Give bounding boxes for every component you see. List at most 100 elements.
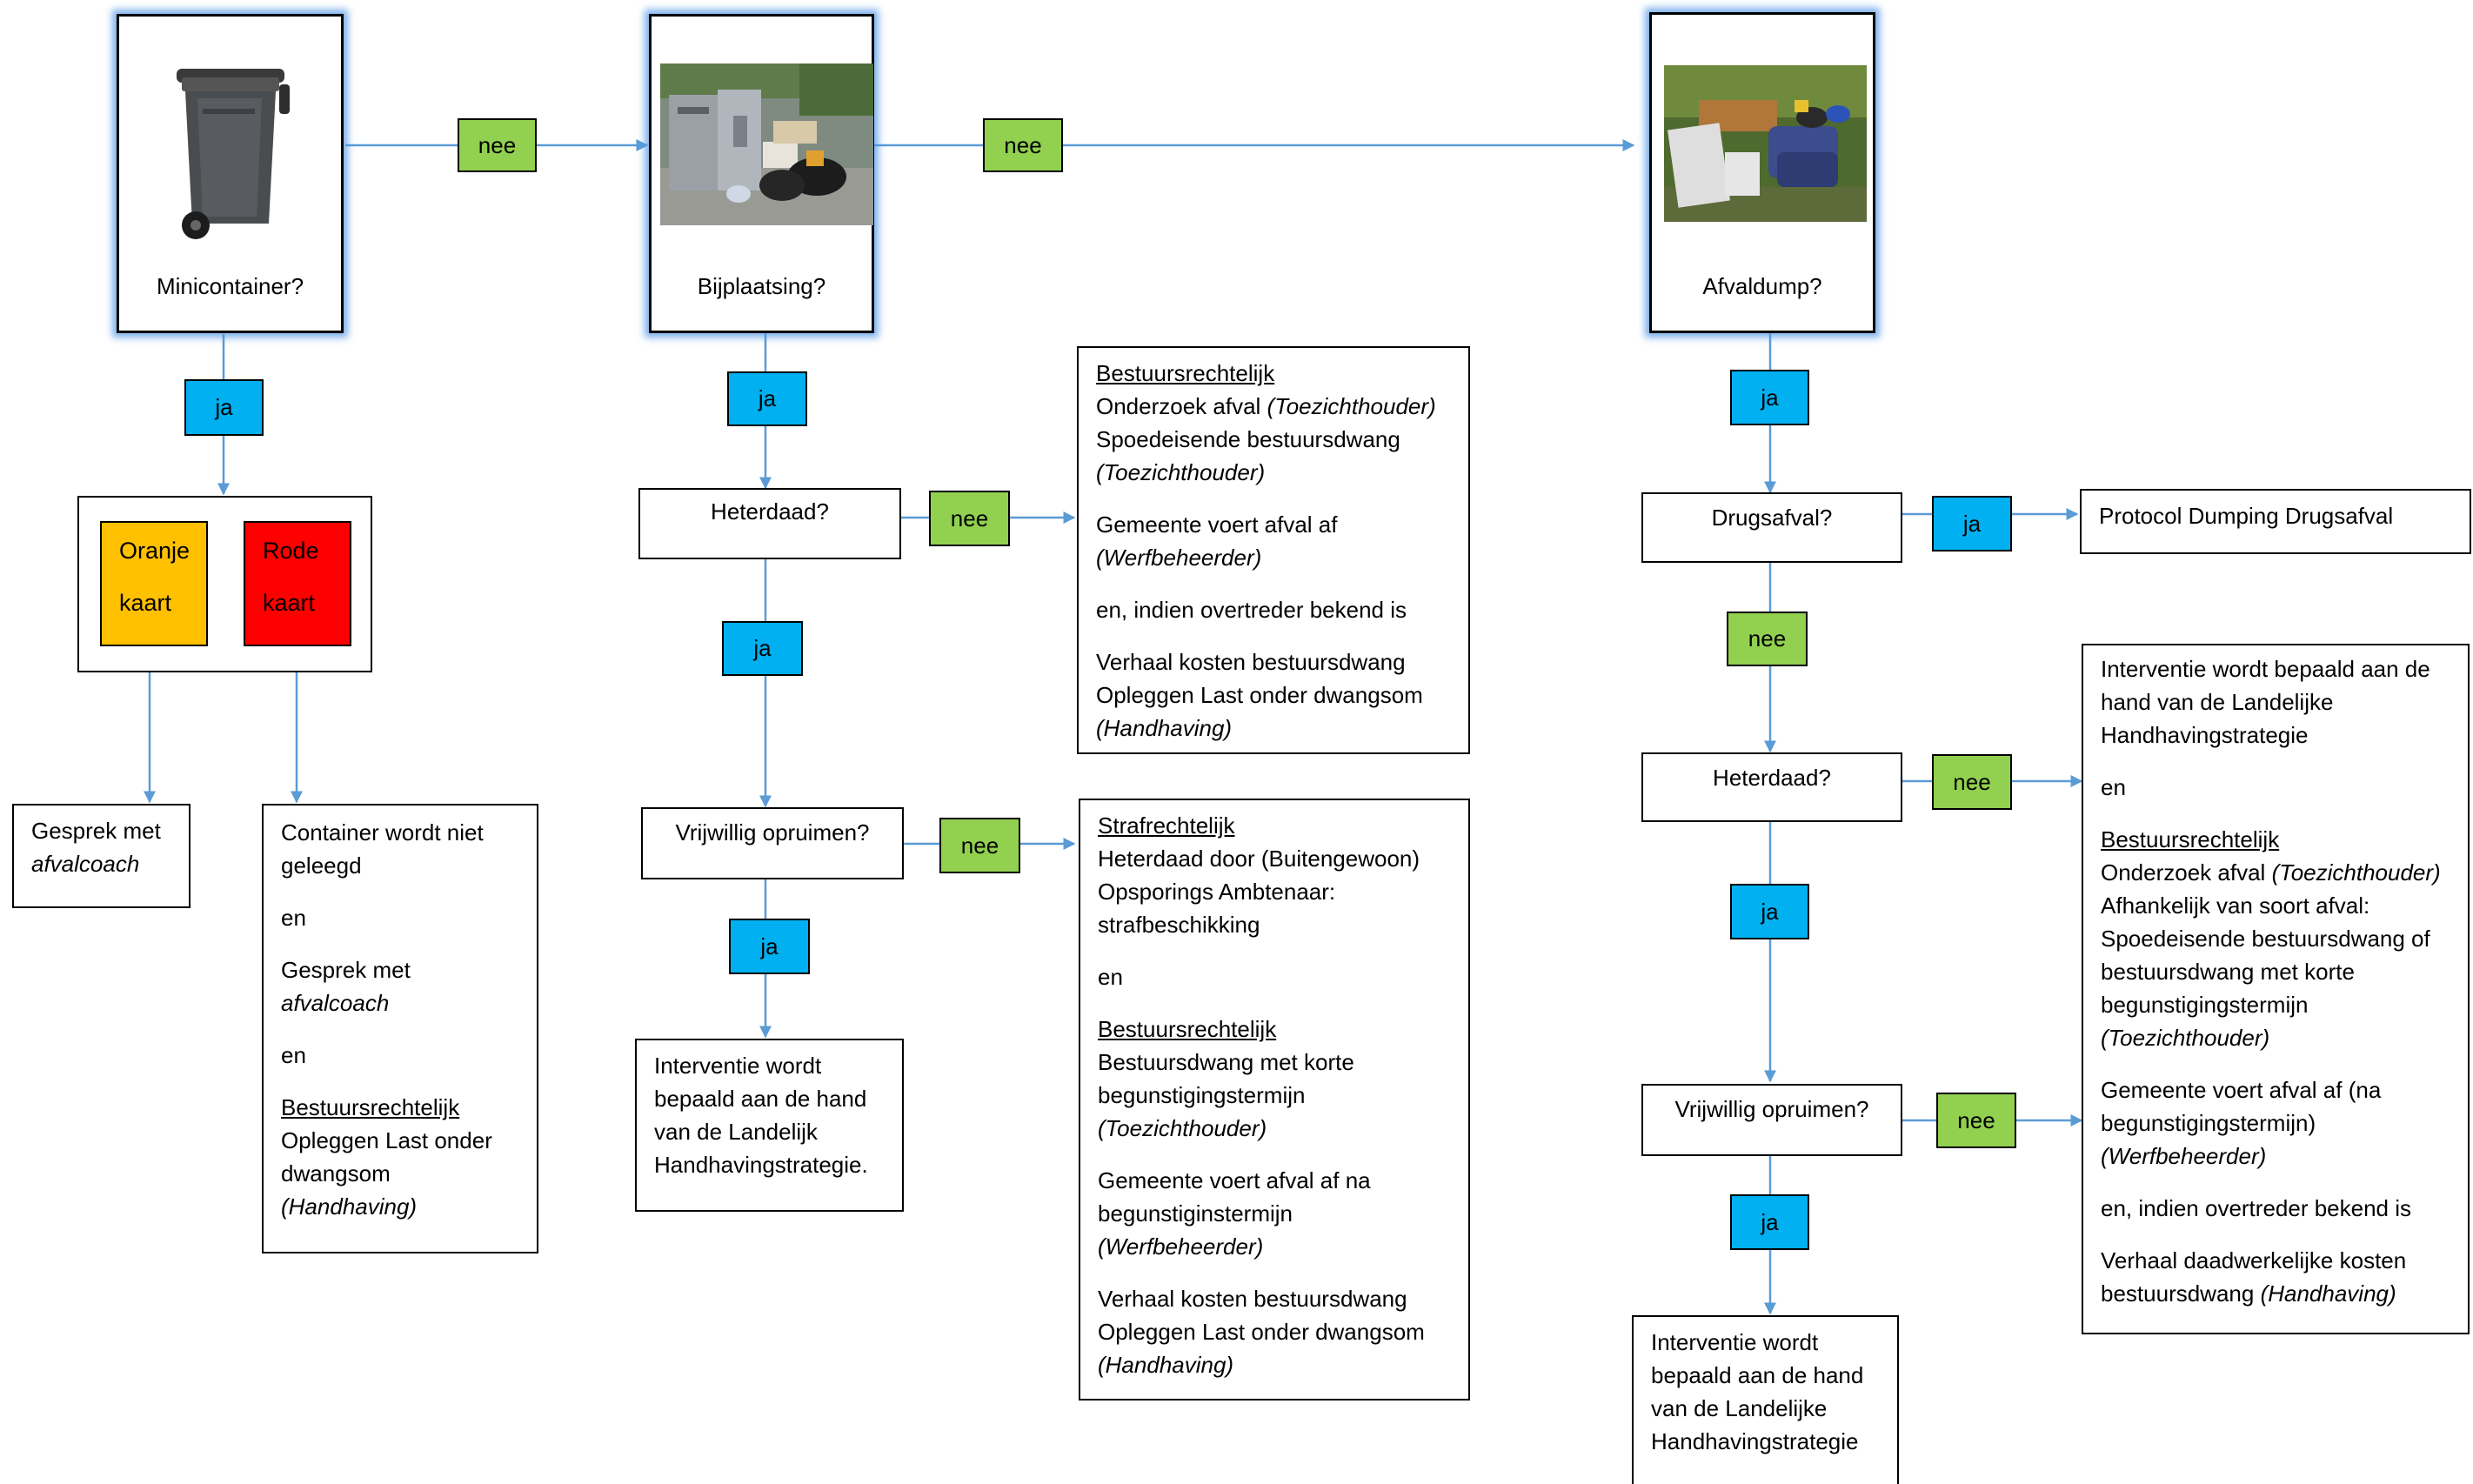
bestuurs-line6: Opleggen Last onder dwangsom	[1096, 682, 1423, 708]
straf-line3: strafbeschikking	[1098, 912, 1260, 938]
interventie-box: Interventie wordt bepaald aan de hand va…	[635, 1039, 904, 1212]
drugsafval-ja-label: ja	[1932, 496, 2012, 551]
container-en2: en	[281, 1042, 306, 1068]
straf-line4: Bestuursdwang met korte	[1098, 1049, 1354, 1075]
drugsafval-nee-label: nee	[1727, 612, 1808, 666]
interventie3-box: Interventie wordt bepaald aan de hand va…	[1632, 1315, 1899, 1484]
straf-line7: begunstiginstermijn	[1098, 1200, 1293, 1227]
oranje-kaart-line1: Oranje	[119, 538, 190, 564]
container-line2: geleegd	[281, 852, 362, 879]
interventie-line3: van de Landelijk	[654, 1119, 818, 1145]
bestuursrechtelijk-box: Bestuursrechtelijk Onderzoek afval (Toez…	[1077, 346, 1470, 754]
bijplaatsing-node[interactable]: Bijplaatsing?	[649, 14, 874, 333]
vrijwillig3-nee-label: nee	[1936, 1093, 2016, 1148]
bestuurs-line5: Verhaal kosten bestuursdwang	[1096, 649, 1406, 675]
bestuurs-line3-role: (Werfbeheerder)	[1096, 545, 1262, 571]
straf-line9-role: (Handhaving)	[1098, 1352, 1234, 1378]
container-heading: Bestuursrechtelijk	[281, 1094, 460, 1120]
heterdaad-nee-label: nee	[929, 491, 1010, 546]
container-last1: Opleggen Last onder	[281, 1127, 492, 1153]
bijplaatsing-ja-label: ja	[727, 371, 807, 426]
straf-line5-role: (Toezichthouder)	[1098, 1115, 1267, 1141]
straf-line5: begunstigingstermijn	[1098, 1082, 1306, 1108]
vrijwillig-ja-label: ja	[729, 919, 810, 974]
bestuurs-line1: Onderzoek afval (Toezichthouder)	[1096, 393, 1436, 419]
interventie3-line1: Interventie wordt	[1651, 1329, 1819, 1355]
container-line1: Container wordt niet	[281, 819, 484, 846]
right-line7-role: (Werfbeheerder)	[2101, 1143, 2267, 1169]
right-line6: Gemeente voert afval af (na	[2101, 1077, 2382, 1103]
right-i3: Handhavingstrategie	[2101, 722, 2309, 748]
gesprek-line2: afvalcoach	[31, 851, 140, 877]
right-line5-role: (Toezichthouder)	[2101, 1025, 2270, 1051]
straf-line1: Heterdaad door (Buitengewoon)	[1098, 846, 1420, 872]
bestuurs-line4: en, indien overtreder bekend is	[1096, 597, 1407, 623]
straf-heading: Strafrechtelijk	[1098, 812, 1235, 839]
straf-line2: Opsporings Ambtenaar:	[1098, 879, 1336, 905]
dumped-furniture-photo-icon	[1664, 65, 1867, 222]
wheelie-bin-icon	[177, 69, 290, 239]
container-niet-geleegd-box: Container wordt niet geleegd en Gesprek …	[262, 804, 538, 1253]
bijplaatsing-nee-label: nee	[983, 118, 1063, 172]
right-line9: Verhaal daadwerkelijke kosten	[2101, 1247, 2407, 1273]
interventie-line2: bepaald aan de hand	[654, 1086, 867, 1112]
vrijwillig3-ja-label: ja	[1730, 1194, 1809, 1250]
minicontainer-question: Minicontainer?	[156, 273, 304, 299]
vrijwillig3-question-box[interactable]: Vrijwillig opruimen?	[1641, 1084, 1902, 1156]
minicontainer-node[interactable]: Minicontainer?	[117, 14, 344, 333]
drugsafval-question-box[interactable]: Drugsafval?	[1641, 492, 1902, 563]
straf-en: en	[1098, 964, 1123, 990]
straf-line6: Gemeente voert afval af na	[1098, 1167, 1371, 1193]
oranje-kaart[interactable]: Oranje kaart	[100, 521, 208, 646]
rode-kaart[interactable]: Rode kaart	[244, 521, 351, 646]
interventie3-line3: van de Landelijke	[1651, 1395, 1828, 1421]
afvaldump-node[interactable]: Afvaldump?	[1649, 12, 1875, 333]
gesprek-afvalcoach-box: Gesprek met afvalcoach	[12, 804, 190, 908]
interventie3-line4: Handhavingstrategie	[1651, 1428, 1859, 1454]
protocol-drugsafval-box: Protocol Dumping Drugsafval	[2080, 489, 2471, 554]
strafrechtelijk-box: Strafrechtelijk Heterdaad door (Buitenge…	[1079, 799, 1470, 1400]
right-line2: Afhankelijk van soort afval:	[2101, 892, 2370, 919]
rode-kaart-line2: kaart	[263, 590, 316, 616]
bestuurs-heading: Bestuursrechtelijk	[1096, 360, 1275, 386]
afvaldump-question: Afvaldump?	[1702, 273, 1822, 299]
right-i1: Interventie wordt bepaald aan de	[2101, 656, 2430, 682]
right-line10: bestuursdwang (Handhaving)	[2101, 1280, 2396, 1307]
right-line8: en, indien overtreder bekend is	[2101, 1195, 2412, 1221]
straf-line7-role: (Werfbeheerder)	[1098, 1233, 1264, 1260]
heterdaad-ja-label: ja	[722, 621, 803, 676]
rode-kaart-line1: Rode	[263, 538, 319, 564]
heterdaad3-question-box[interactable]: Heterdaad?	[1641, 752, 1902, 822]
interventie-line1: Interventie wordt	[654, 1053, 822, 1079]
right-line3: Spoedeisende bestuursdwang of	[2101, 926, 2430, 952]
interventie-line4: Handhavingstrategie.	[654, 1152, 868, 1178]
straf-line8: Verhaal kosten bestuursdwang	[1098, 1286, 1407, 1312]
bestuurs-line2-role: (Toezichthouder)	[1096, 459, 1266, 485]
bestuurs-line2: Spoedeisende bestuursdwang	[1096, 426, 1400, 452]
vrijwillig-nee-label: nee	[939, 818, 1020, 873]
oranje-kaart-line2: kaart	[119, 590, 172, 616]
right-line1: Onderzoek afval (Toezichthouder)	[2101, 859, 2441, 886]
heterdaad-question-box[interactable]: Heterdaad?	[638, 488, 901, 559]
heterdaad3-ja-label: ja	[1730, 884, 1809, 939]
container-gesprek1: Gesprek met	[281, 957, 411, 983]
bestuurs-line3: Gemeente voert afval af	[1096, 511, 1338, 538]
minicontainer-nee-label: nee	[458, 118, 537, 172]
protocol-text: Protocol Dumping Drugsafval	[2099, 503, 2394, 529]
afvaldump-handhaving-box: Interventie wordt bepaald aan de hand va…	[2082, 644, 2470, 1334]
waste-beside-container-photo-icon	[660, 64, 873, 225]
right-line4: bestuursdwang met korte	[2101, 959, 2355, 985]
gesprek-line1: Gesprek met	[31, 818, 161, 844]
interventie3-line2: bepaald aan de hand	[1651, 1362, 1864, 1388]
minicontainer-ja-label: ja	[184, 379, 264, 436]
right-en: en	[2101, 774, 2126, 800]
bestuurs-line6-role: (Handhaving)	[1096, 715, 1233, 741]
container-role: (Handhaving)	[281, 1193, 418, 1220]
vrijwillig-question-box[interactable]: Vrijwillig opruimen?	[641, 807, 904, 879]
straf-heading2: Bestuursrechtelijk	[1098, 1016, 1277, 1042]
straf-line9: Opleggen Last onder dwangsom	[1098, 1319, 1425, 1345]
container-last2: dwangsom	[281, 1160, 391, 1187]
kaart-group[interactable]: Oranje kaart Rode kaart	[77, 496, 372, 672]
container-en1: en	[281, 905, 306, 931]
right-heading: Bestuursrechtelijk	[2101, 826, 2280, 852]
